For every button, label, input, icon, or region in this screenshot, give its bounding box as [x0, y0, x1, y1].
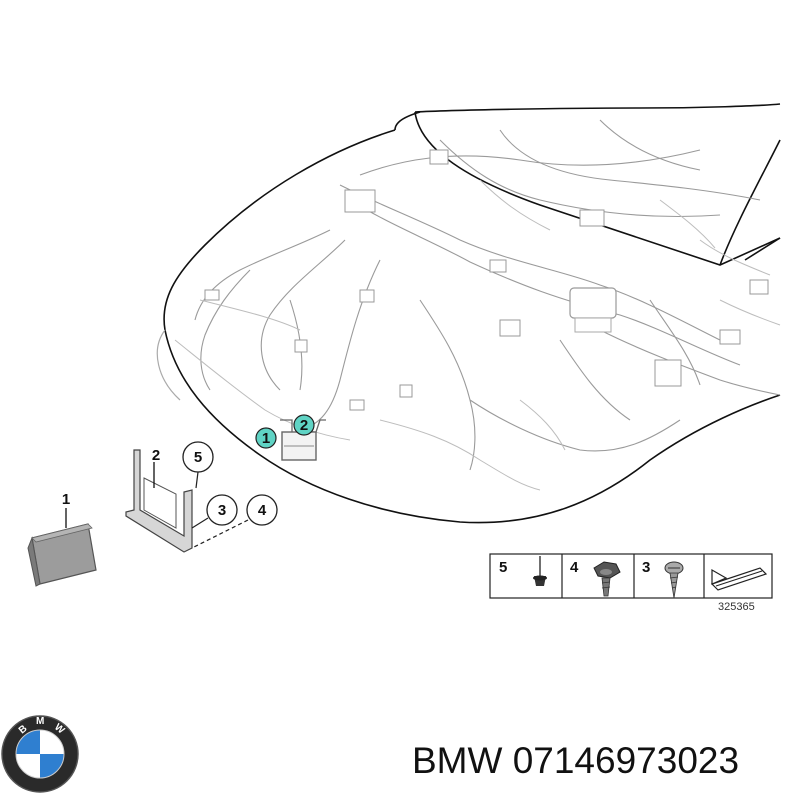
part-5-label: 5: [194, 449, 202, 466]
svg-text:M: M: [36, 716, 44, 727]
part-1-control-module: 1: [27, 491, 97, 587]
location-marker-2: 2: [293, 414, 315, 436]
arrow-icon: [710, 567, 768, 591]
car-body-outline: [156, 103, 781, 524]
bmw-logo: B M W: [1, 715, 79, 793]
legend-item-3-label: 3: [642, 559, 650, 576]
legend-item-4-label: 4: [570, 559, 579, 576]
location-marker-1-label: 1: [262, 430, 270, 447]
self-tapping-screw-icon: [664, 561, 684, 599]
part-4-callout: 4: [191, 494, 278, 549]
part-2-label: 2: [152, 447, 160, 464]
reference-number: 325365: [718, 601, 755, 613]
location-marker-2-label: 2: [300, 417, 308, 434]
rivet-icon: [533, 556, 547, 586]
part-1-label: 1: [62, 491, 70, 508]
part-4-label: 4: [258, 502, 267, 519]
part-3-label: 3: [218, 502, 226, 519]
hex-bolt-icon: [593, 561, 621, 597]
part-5-callout: 5: [182, 441, 214, 489]
part-number-caption: BMW 07146973023: [412, 740, 740, 781]
wiring-harness: [174, 119, 781, 491]
legend-item-5-label: 5: [499, 559, 507, 576]
fastener-legend: 5 4 3 325365: [489, 553, 773, 613]
location-marker-1: 1: [255, 427, 277, 449]
part-2-bracket: 2: [125, 447, 193, 553]
part-3-callout: 3: [191, 494, 238, 529]
